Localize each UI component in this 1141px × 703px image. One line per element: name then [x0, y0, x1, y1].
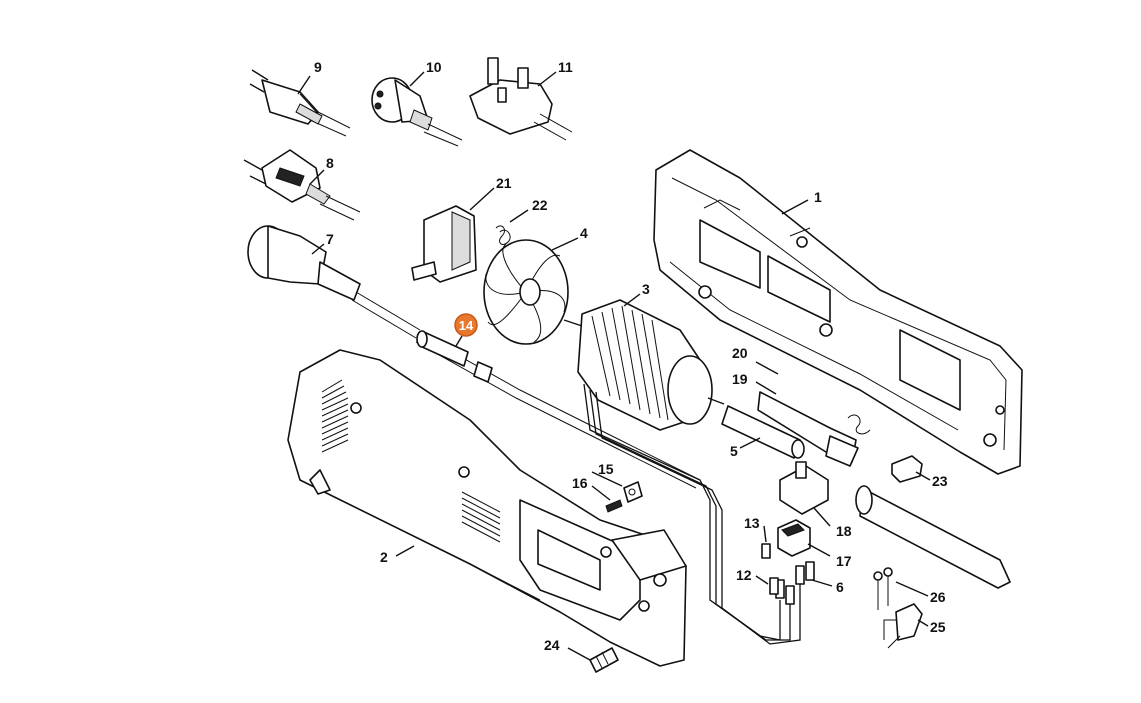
- part-24-screw[interactable]: [589, 647, 619, 673]
- label-3: 3: [642, 281, 650, 297]
- part-7-power-cord[interactable]: [247, 225, 701, 489]
- part-15-cable-clamp[interactable]: [623, 481, 643, 503]
- leader-lines: [297, 71, 931, 661]
- part-20-spring[interactable]: [847, 414, 871, 435]
- label-21: 21: [496, 175, 512, 191]
- label-26: 26: [930, 589, 946, 605]
- part-labels: 9 10 11 8 7 21 22 4 3 1 20 19 5 15 16 18…: [314, 59, 948, 653]
- label-5: 5: [730, 443, 738, 459]
- label-20: 20: [732, 345, 748, 361]
- label-9: 9: [314, 59, 322, 75]
- part-26-connector[interactable]: [873, 567, 893, 610]
- label-24: 24: [544, 637, 560, 653]
- label-6: 6: [836, 579, 844, 595]
- tube-right: [855, 485, 1011, 589]
- part-1-motor-housing[interactable]: [653, 149, 1023, 475]
- part-11-uk-plug[interactable]: [469, 57, 573, 141]
- part-18-switch[interactable]: [779, 461, 829, 515]
- part-23-clip[interactable]: [891, 455, 923, 483]
- label-13: 13: [744, 515, 760, 531]
- label-17: 17: [836, 553, 852, 569]
- part-25-suppressor[interactable]: [883, 603, 923, 649]
- part-5-rod[interactable]: [721, 405, 805, 459]
- part-22-spring[interactable]: [495, 225, 511, 245]
- highlight-marker-14[interactable]: 14: [454, 313, 478, 337]
- label-2: 2: [380, 549, 388, 565]
- part-12-terminal[interactable]: [769, 577, 779, 595]
- part-10-round-plug[interactable]: [371, 77, 463, 147]
- label-16: 16: [572, 475, 588, 491]
- label-18: 18: [836, 523, 852, 539]
- label-1: 1: [814, 189, 822, 205]
- part-8-schuko-plug[interactable]: [243, 149, 361, 221]
- label-4: 4: [580, 225, 588, 241]
- part-9-euro-plug[interactable]: [249, 69, 351, 137]
- label-8: 8: [326, 155, 334, 171]
- label-12: 12: [736, 567, 752, 583]
- part-19-switch-lever[interactable]: [757, 391, 859, 467]
- part-21-brush-holder[interactable]: [411, 205, 477, 283]
- part-4-fan[interactable]: [483, 239, 569, 345]
- label-14: 14: [459, 318, 474, 333]
- part-6-wiring-harness[interactable]: [583, 383, 815, 645]
- label-23: 23: [932, 473, 948, 489]
- label-7: 7: [326, 231, 334, 247]
- part-14-cord-sleeve[interactable]: [416, 330, 493, 383]
- label-11: 11: [558, 59, 573, 75]
- label-15: 15: [598, 461, 614, 477]
- label-19: 19: [732, 371, 748, 387]
- part-3-armature[interactable]: [563, 299, 725, 431]
- label-10: 10: [426, 59, 442, 75]
- label-25: 25: [930, 619, 946, 635]
- part-16-screw[interactable]: [605, 499, 623, 513]
- part-17-switch-button[interactable]: [777, 519, 811, 557]
- part-13-terminal[interactable]: [761, 543, 771, 559]
- part-2-housing-cover[interactable]: [287, 349, 687, 667]
- label-22: 22: [532, 197, 548, 213]
